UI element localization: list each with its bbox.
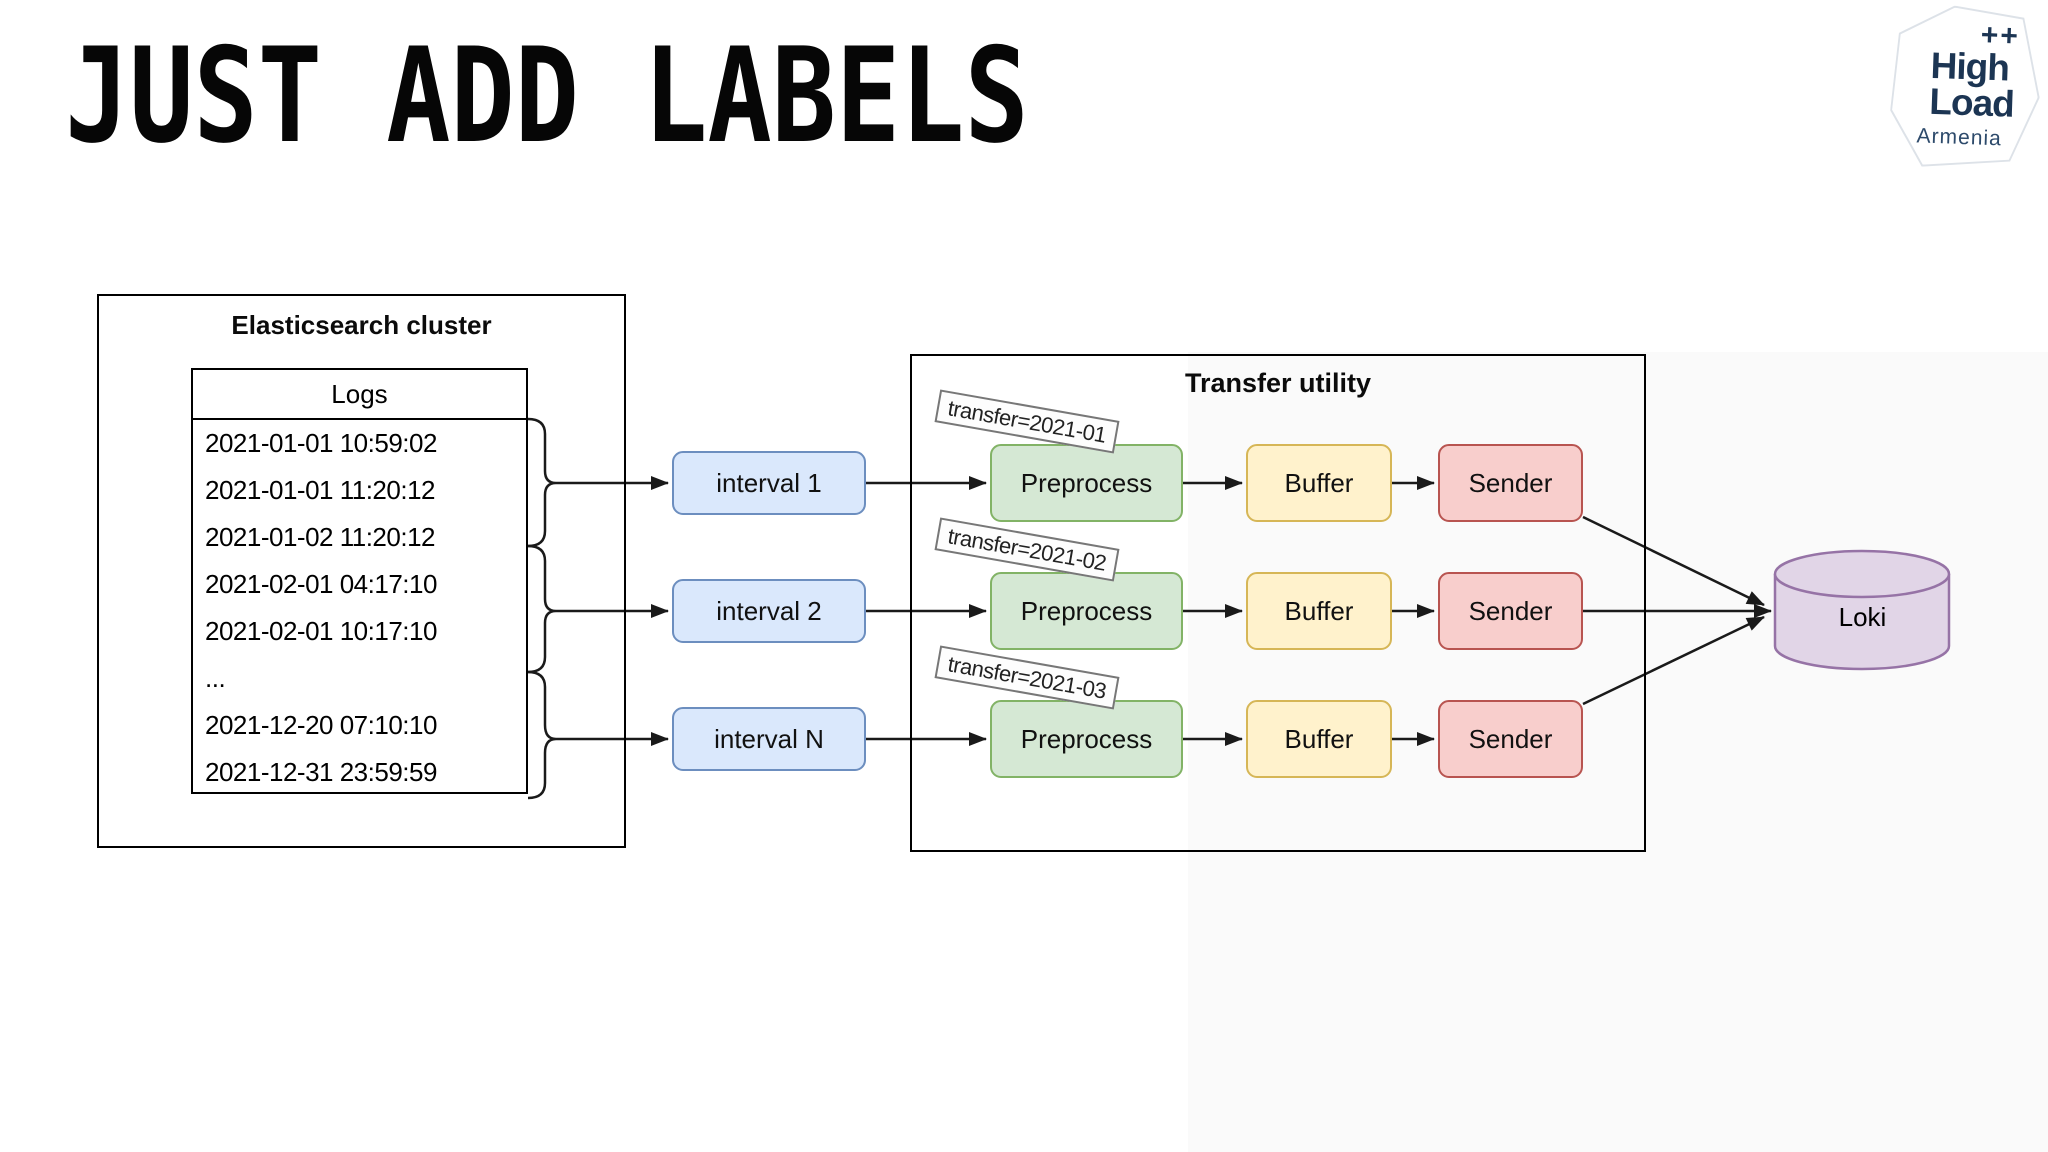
- buffer-node-3: Buffer: [1246, 700, 1392, 778]
- sender-node-2: Sender: [1438, 572, 1583, 650]
- buffer-node-2: Buffer: [1246, 572, 1392, 650]
- log-row: 2021-12-31 23:59:59: [205, 757, 437, 787]
- database-cylinder: [1773, 549, 1951, 671]
- elasticsearch-cluster-title: Elasticsearch cluster: [231, 310, 492, 340]
- interval-1-node: interval 1: [672, 451, 866, 515]
- logo-region: Armenia: [1916, 124, 2003, 151]
- log-row: 2021-02-01 10:17:10: [205, 616, 437, 646]
- log-row: 2021-12-20 07:10:10: [205, 710, 437, 740]
- arrow-sender1-loki: [1582, 515, 1765, 607]
- preprocess-node-1: Preprocess: [990, 444, 1183, 522]
- transfer-utility-box: Transfer utility: [910, 354, 1646, 852]
- arrow-sender3-loki: [1582, 615, 1765, 706]
- loki-database-label: Loki: [1838, 602, 1887, 632]
- log-row: 2021-01-01 11:20:12: [205, 475, 436, 505]
- interval-n-node: interval N: [672, 707, 866, 771]
- interval-2-node: interval 2: [672, 579, 866, 643]
- log-row: 2021-02-01 04:17:10: [205, 569, 437, 599]
- preprocess-node-2: Preprocess: [990, 572, 1183, 650]
- log-row: 2021-01-01 10:59:02: [205, 428, 437, 458]
- preprocess-node-3: Preprocess: [990, 700, 1183, 778]
- elasticsearch-cluster-box: Elasticsearch cluster: [97, 294, 626, 848]
- logs-table: Logs 2021-01-01 10:59:02 2021-01-01 11:2…: [191, 368, 528, 794]
- sender-node-1: Sender: [1438, 444, 1583, 522]
- slide-title: JUST ADD LABELS: [65, 20, 1029, 173]
- highload-logo: ++ High Load Armenia: [1885, 3, 2043, 170]
- buffer-node-1: Buffer: [1246, 444, 1392, 522]
- log-row: ...: [205, 663, 226, 693]
- logo-word-load: Load: [1928, 80, 2015, 125]
- log-row: 2021-01-02 11:20:12: [205, 522, 436, 552]
- sender-node-3: Sender: [1438, 700, 1583, 778]
- logs-table-header: Logs: [193, 370, 526, 420]
- transfer-utility-title: Transfer utility: [1184, 368, 1372, 398]
